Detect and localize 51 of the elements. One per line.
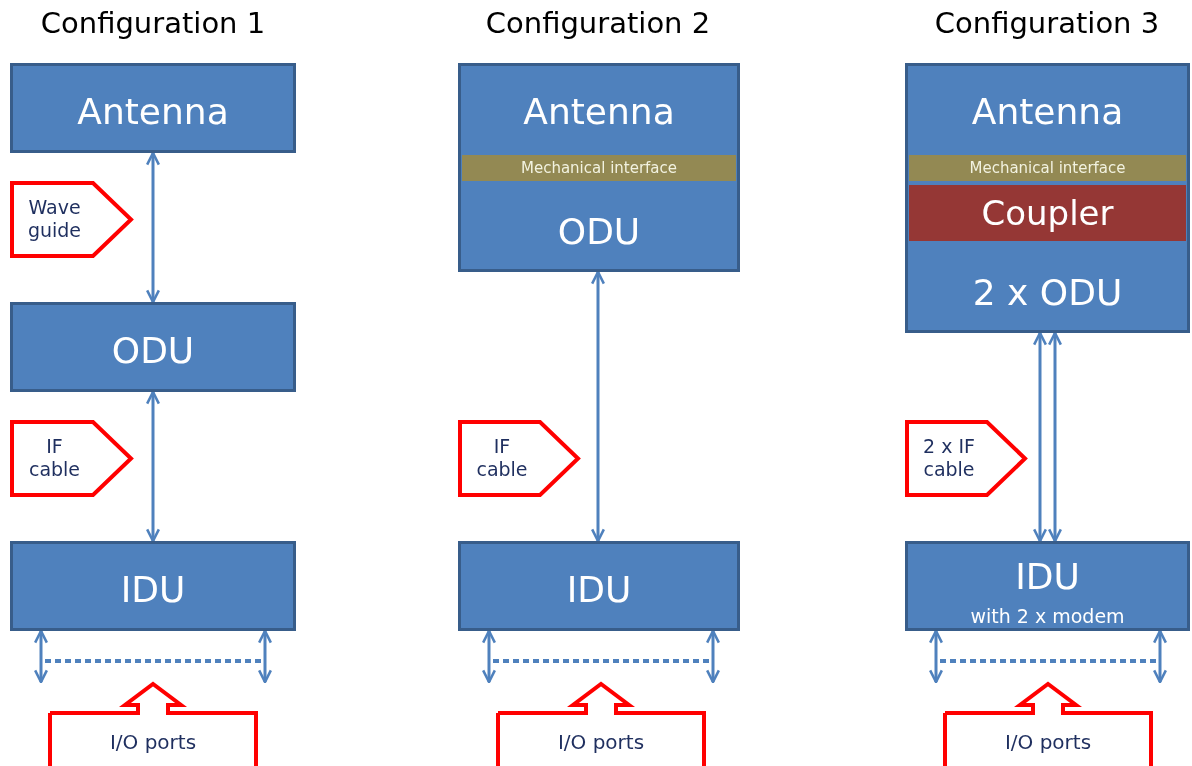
callout-text: I/O ports (108, 730, 198, 755)
double-arrow (257, 629, 273, 684)
unit-label: Antenna (523, 90, 675, 132)
unit-label: IDU (566, 568, 632, 610)
unit-label: with 2 x modem (970, 605, 1125, 627)
unit-label: 2 x ODU (972, 271, 1123, 313)
interface-band (909, 155, 1186, 181)
unit-label: Antenna (971, 90, 1124, 132)
unit-box (10, 302, 296, 392)
callout-tag (10, 420, 133, 497)
callout-text: Wave guide (26, 195, 83, 244)
callout-arrow-box (48, 682, 258, 764)
unit-label: Antenna (77, 90, 229, 132)
column-heading: Configuration 2 (485, 6, 711, 40)
coupler-band (909, 185, 1186, 241)
unit-box (905, 541, 1190, 631)
unit-box (905, 63, 1190, 333)
unit-box (458, 63, 740, 272)
column-heading: Configuration 1 (40, 6, 266, 40)
callout-text: I/O ports (556, 730, 646, 755)
unit-label: IDU (120, 568, 186, 610)
unit-label: Mechanical interface (520, 159, 678, 177)
double-arrow (145, 151, 161, 304)
callout-arrow-box (496, 682, 706, 764)
unit-label: Coupler (981, 193, 1114, 233)
interface-band (462, 155, 736, 181)
double-arrow (1152, 629, 1168, 684)
double-arrow (928, 629, 944, 684)
callout-text: 2 x IF cable (922, 434, 976, 483)
unit-box (458, 541, 740, 631)
callout-tag (458, 420, 580, 497)
unit-box (10, 63, 296, 153)
unit-label: ODU (557, 210, 641, 252)
callout-tag (10, 181, 133, 258)
callout-arrow-box (943, 682, 1153, 764)
double-arrow (1032, 331, 1048, 543)
double-arrow (145, 390, 161, 543)
column-heading: Configuration 3 (934, 6, 1160, 40)
double-arrow (1047, 331, 1063, 543)
unit-box (10, 541, 296, 631)
callout-text: IF cable (475, 434, 529, 483)
unit-label: ODU (111, 329, 195, 371)
double-arrow (590, 270, 606, 543)
double-arrow (33, 629, 49, 684)
unit-label: Mechanical interface (969, 159, 1126, 177)
callout-text: IF cable (27, 434, 82, 483)
callout-text: I/O ports (1003, 730, 1093, 755)
unit-label: IDU (1015, 555, 1080, 597)
callout-tag (905, 420, 1027, 497)
double-arrow (481, 629, 497, 684)
double-arrow (705, 629, 721, 684)
